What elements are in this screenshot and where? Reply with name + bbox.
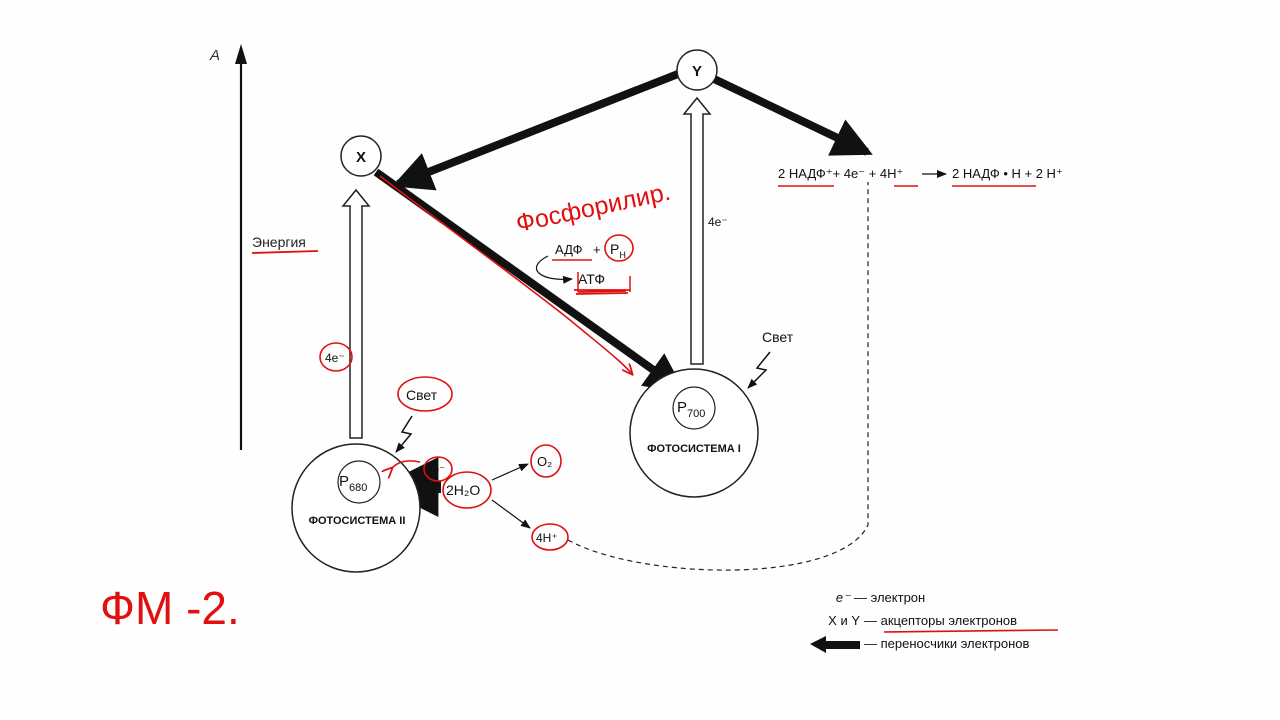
y-to-x-carrier-arrow xyxy=(392,68,685,191)
photosystem-1: P700 ФОТОСИСТЕМА I xyxy=(629,368,759,498)
adp-label: АДФ xyxy=(555,242,583,257)
water-circled xyxy=(442,471,492,509)
light-ps2-bolt-icon xyxy=(395,415,413,453)
electrons-left-label: 4e⁻ xyxy=(325,351,345,365)
electrons-right-label: 4e⁻ xyxy=(708,215,728,229)
protons-label: 4H⁺ xyxy=(536,531,558,545)
acceptor-x-circle xyxy=(340,135,382,177)
light-ps1-bolt-icon xyxy=(747,351,771,389)
y-to-nadp-carrier-arrow xyxy=(710,74,873,156)
water-label: 2H₂O xyxy=(446,482,480,498)
legend-row-acceptors: X и Y — акцепторы электронов xyxy=(828,613,1059,633)
p680-circle xyxy=(337,460,381,504)
phosphorylation-annotation: Фосфорилир. xyxy=(513,178,673,238)
water-to-oxygen-arrow xyxy=(491,463,529,481)
nadp-equation: 2 НАДФ⁺+ 4e⁻ + 4H⁺ 2 НАДФ • Н + 2 Н⁺ xyxy=(778,166,1063,187)
red-electron-return-arrow xyxy=(392,460,421,468)
red-trace-arrow xyxy=(379,175,632,374)
adp-to-atp-arrow xyxy=(535,255,573,284)
light-ps2-label: Свет xyxy=(406,387,438,403)
legend-text-carriers: — переносчики электронов xyxy=(864,636,1030,651)
electrons-water-label: 4e⁻ xyxy=(427,464,445,476)
acceptor-y: Y xyxy=(676,49,718,91)
legend: e⁻ — электрон X и Y — акцепторы электрон… xyxy=(810,590,1059,653)
legend-row-electron: e⁻ — электрон xyxy=(836,590,925,605)
oxygen-label: O₂ xyxy=(537,454,552,469)
legend-carrier-arrow-icon xyxy=(810,636,860,653)
ps1-circle xyxy=(629,368,759,498)
legend-symbol-acceptors: X и Y xyxy=(828,613,860,628)
atp-label: АТФ xyxy=(578,271,605,287)
electrons-left-circled xyxy=(319,342,353,372)
acceptor-x: X xyxy=(340,135,382,177)
atp-synthesis: АДФ + PН АТФ xyxy=(535,234,634,295)
proton-dashed-link xyxy=(567,182,869,571)
water-to-protons-arrow xyxy=(491,499,531,529)
energy-underline xyxy=(251,250,319,254)
water-splitting: 4e⁻ 2H₂O O₂ 4H⁺ xyxy=(392,444,569,551)
acceptor-y-label: Y xyxy=(692,63,702,80)
oxygen-circled xyxy=(530,444,562,478)
light-ps2-circled xyxy=(397,376,453,412)
acceptor-x-label: X xyxy=(356,149,366,166)
light-ps1: Свет xyxy=(747,329,794,389)
atp-underline xyxy=(574,289,630,295)
protons-circled xyxy=(531,523,569,551)
legend-row-carriers: — переносчики электронов xyxy=(810,636,1030,653)
energy-axis: A Энергия xyxy=(209,44,319,450)
light-ps1-label: Свет xyxy=(762,329,794,345)
axis-top-label: A xyxy=(209,47,220,64)
legend-text-acceptors: — акцепторы электронов xyxy=(864,613,1017,628)
ps1-label: ФОТОСИСТЕМА I xyxy=(647,443,741,455)
legend-symbol-electron: e⁻ xyxy=(836,590,851,605)
plus-sign: + xyxy=(593,242,601,257)
fm-annotation: ФМ -2. xyxy=(100,582,240,634)
p700-circle xyxy=(672,386,716,430)
p680-label: P680 xyxy=(339,473,367,494)
light-ps2: Свет xyxy=(395,376,453,453)
legend-text-electron: — электрон xyxy=(854,590,925,605)
atp-box-marks xyxy=(577,272,631,292)
nadp-eq-left: 2 НАДФ⁺+ 4e⁻ + 4H⁺ xyxy=(778,166,903,181)
energy-label: Энергия xyxy=(252,234,306,250)
acceptor-y-circle xyxy=(676,49,718,91)
pi-circled xyxy=(604,234,634,262)
x-to-p700-carrier-arrow xyxy=(373,168,686,393)
ps2-excitation-arrow xyxy=(341,188,371,439)
electrons-water-circled xyxy=(423,456,453,482)
p700-label: P700 xyxy=(677,399,705,420)
ps1-excitation-arrow xyxy=(682,96,712,365)
acceptors-underline xyxy=(883,629,1059,633)
nadp-eq-right: 2 НАДФ • Н + 2 Н⁺ xyxy=(952,166,1063,181)
energy-axis-arrowhead xyxy=(235,44,247,64)
pi-label: PН xyxy=(610,241,626,260)
ps2-label: ФОТОСИСТЕМА II xyxy=(309,515,406,527)
